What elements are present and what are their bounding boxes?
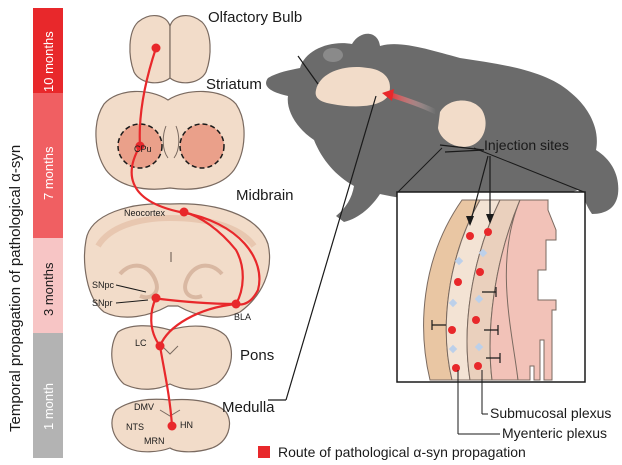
timeline: 10 months 7 months 3 months 1 month: [33, 8, 63, 458]
timeline-label-10-months: 10 months: [41, 31, 56, 92]
label-submucosal-plexus: Submucosal plexus: [490, 405, 611, 421]
label-nts: NTS: [126, 422, 144, 432]
label-snpr: SNpr: [92, 298, 113, 308]
label-neocortex: Neocortex: [124, 208, 166, 218]
section-olfactory-bulb: [130, 16, 210, 83]
timeline-label-1-month: 1 month: [41, 383, 56, 430]
label-midbrain: Midbrain: [236, 187, 294, 204]
label-dmv: DMV: [134, 402, 154, 412]
legend: Route of pathological α-syn propagation: [258, 444, 526, 460]
timeline-label-7-months: 7 months: [41, 146, 56, 200]
label-mrn: MRN: [144, 436, 165, 446]
label-pons: Pons: [240, 347, 274, 364]
label-medulla: Medulla: [222, 399, 275, 416]
section-striatum: [96, 91, 244, 189]
label-hn: HN: [180, 420, 193, 430]
label-myenteric-plexus: Myenteric plexus: [502, 425, 607, 441]
label-injection-sites: Injection sites: [484, 137, 569, 153]
label-olfactory-bulb: Olfactory Bulb: [208, 9, 302, 26]
label-striatum: Striatum: [206, 76, 262, 93]
label-cpu: CPu: [134, 144, 152, 154]
label-bla: BLA: [234, 312, 251, 322]
timeline-label-3-months: 3 months: [41, 262, 56, 316]
cpu-right: [180, 124, 224, 168]
legend-swatch: [258, 446, 270, 458]
label-lc: LC: [135, 338, 147, 348]
section-pons: [112, 326, 232, 390]
label-snpc: SNpc: [92, 280, 115, 290]
legend-label: Route of pathological α-syn propagation: [278, 444, 526, 460]
axis-label: Temporal propagation of pathological α-s…: [7, 145, 24, 432]
